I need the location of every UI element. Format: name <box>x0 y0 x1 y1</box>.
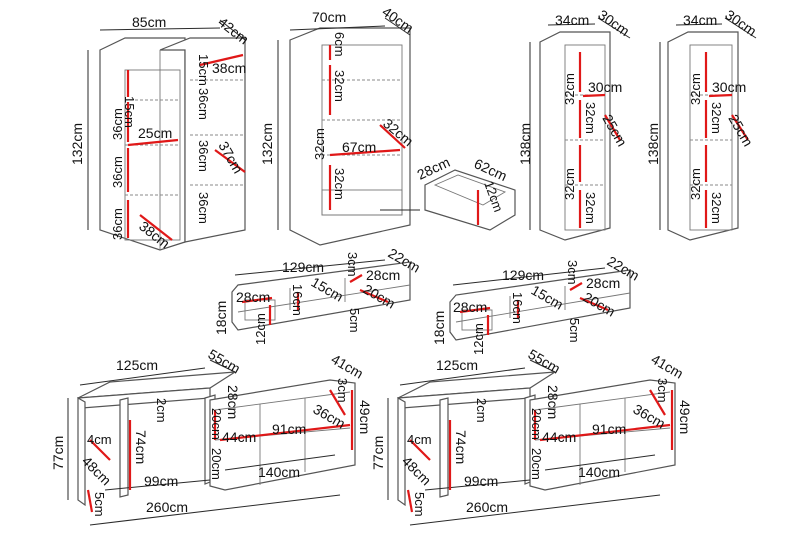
dim-67: 67cm <box>342 139 376 155</box>
desk-tv-set-a <box>67 359 356 526</box>
dim-p16-a: 16cm <box>290 284 305 316</box>
dim-p18-a: 18cm <box>213 301 229 335</box>
dim-36-d: 36cm <box>196 88 211 120</box>
dim-k55-b: 55cm <box>526 346 564 377</box>
dim-u30: 30cm <box>712 79 746 95</box>
dim-k20-d: 20cm <box>529 448 544 480</box>
dim-k99-b: 99cm <box>464 473 498 489</box>
dim-k125-a: 125cm <box>116 357 158 373</box>
dim-p3-b: 3cm <box>565 260 580 285</box>
dim-t32-d: 32cm <box>583 192 598 224</box>
dim-p18-b: 18cm <box>431 311 447 345</box>
dim-15-b: 15cm <box>196 54 211 86</box>
dim-36-e: 36cm <box>196 140 211 172</box>
dim-p129-a: 129cm <box>282 259 324 275</box>
dim-p12-b: 12cm <box>471 323 486 355</box>
dim-p3-a: 3cm <box>345 252 360 277</box>
dim-k20-c: 20cm <box>529 408 544 440</box>
dim-k74-a: 74cm <box>133 430 149 464</box>
dim-width-70: 70cm <box>312 9 346 25</box>
dim-k49-a: 49cm <box>357 400 373 434</box>
dim-u32-c: 32cm <box>688 168 703 200</box>
dim-k49-b: 49cm <box>677 400 693 434</box>
desk-tv-set-b <box>387 359 676 526</box>
dim-36-f: 36cm <box>196 192 211 224</box>
dim-k4-b: 4cm <box>407 432 432 447</box>
dim-p28-c: 28cm <box>453 299 487 315</box>
dim-t32-b: 32cm <box>583 102 598 134</box>
dim-p28-d: 28cm <box>586 275 620 291</box>
hanging-shelf-a <box>231 259 411 331</box>
dim-k55-a: 55cm <box>206 346 244 377</box>
bookcase-unit <box>277 17 420 246</box>
dim-k99-a: 99cm <box>144 473 178 489</box>
dim-k77-b: 77cm <box>370 436 386 470</box>
tall-shelf-b <box>659 17 757 241</box>
dim-u32-d: 32cm <box>709 192 724 224</box>
dim-u32-a: 32cm <box>688 73 703 105</box>
tall-shelf-a <box>529 17 631 241</box>
dim-25: 25cm <box>138 125 172 141</box>
dim-34-a: 34cm <box>555 12 589 28</box>
dim-k3-b: 3cm <box>655 378 670 403</box>
dim-k77-a: 77cm <box>50 436 66 470</box>
dim-height-132-b: 132cm <box>259 123 275 165</box>
dim-38-b: 38cm <box>212 60 246 76</box>
dim-k44-b: 44cm <box>542 429 576 445</box>
dim-k140-a: 140cm <box>258 464 300 480</box>
dim-k74-b: 74cm <box>453 430 469 464</box>
dim-t32-a: 32cm <box>562 73 577 105</box>
dim-k20-b: 20cm <box>209 448 224 480</box>
dim-k260-b: 260cm <box>466 499 508 515</box>
dim-36-c: 36cm <box>110 208 125 240</box>
dim-u32-b: 32cm <box>709 102 724 134</box>
dim-k2-a: 2cm <box>154 398 169 423</box>
dim-32-c: 32cm <box>332 168 347 200</box>
dim-36-b: 36cm <box>110 156 125 188</box>
dim-t30: 30cm <box>588 79 622 95</box>
dim-k20-a: 20cm <box>209 408 224 440</box>
dim-k3-a: 3cm <box>335 378 350 403</box>
dim-k140-b: 140cm <box>578 464 620 480</box>
dim-width-85: 85cm <box>132 14 166 30</box>
dim-p5-b: 5cm <box>567 318 582 343</box>
dim-32-a: 32cm <box>332 70 347 102</box>
dim-k2-b: 2cm <box>474 398 489 423</box>
dim-k4-a: 4cm <box>87 432 112 447</box>
dim-k5-b: 5cm <box>412 492 427 517</box>
dim-height-132: 132cm <box>69 123 85 165</box>
dim-15: 15cm <box>122 96 137 128</box>
dim-36-a: 36cm <box>110 108 125 140</box>
dim-k125-b: 125cm <box>436 357 478 373</box>
dim-p16-b: 16cm <box>510 292 525 324</box>
dim-p28-a: 28cm <box>236 289 270 305</box>
dim-p5-a: 5cm <box>347 308 362 333</box>
dim-138-b: 138cm <box>645 123 661 165</box>
wardrobe-unit <box>87 19 246 251</box>
dim-k91-b: 91cm <box>592 421 626 437</box>
dim-k5-a: 5cm <box>92 492 107 517</box>
dim-k28-a: 28cm <box>225 385 241 419</box>
dim-p129-b: 129cm <box>502 267 544 283</box>
dim-k28-b: 28cm <box>545 385 561 419</box>
dim-t32-c: 32cm <box>562 168 577 200</box>
dim-6: 6cm <box>332 32 347 57</box>
dim-p28-b: 28cm <box>366 267 400 283</box>
dim-k260-a: 260cm <box>146 499 188 515</box>
dim-32-b: 32cm <box>312 128 327 160</box>
dim-p12-a: 12cm <box>253 313 268 345</box>
dim-34-b: 34cm <box>683 12 717 28</box>
drawer-unit <box>424 169 516 231</box>
hanging-shelf-b <box>449 267 631 341</box>
dim-k91-a: 91cm <box>272 421 306 437</box>
dim-138-a: 138cm <box>517 123 533 165</box>
dim-k44-a: 44cm <box>222 429 256 445</box>
